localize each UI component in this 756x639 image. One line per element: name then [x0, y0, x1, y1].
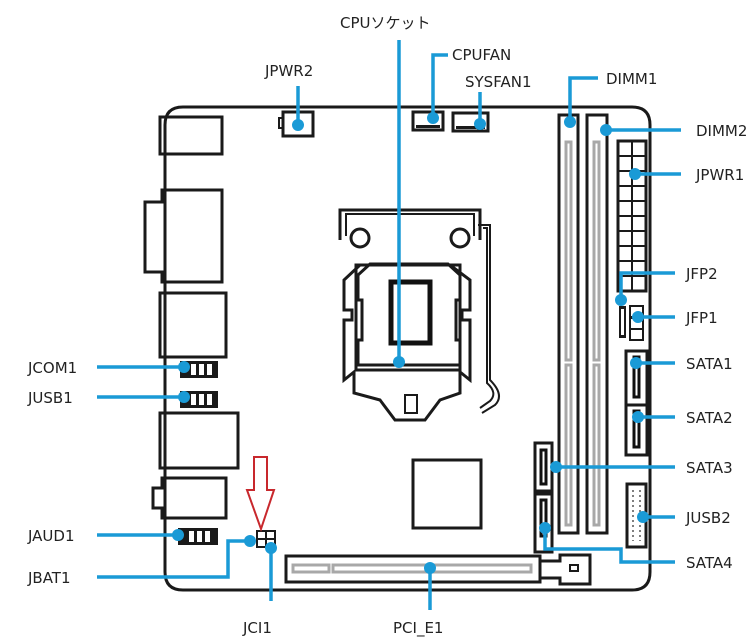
label-cpufan: CPUFAN — [452, 46, 511, 64]
label-cpu-socket: CPUソケット — [340, 14, 431, 32]
label-jusb1: JUSB1 — [27, 389, 73, 407]
cpu-socket — [338, 208, 500, 422]
label-jfp2: JFP2 — [685, 265, 718, 283]
label-sata2: SATA2 — [686, 409, 733, 427]
label-dimm1: DIMM1 — [606, 70, 657, 88]
label-sata3: SATA3 — [686, 459, 733, 477]
label-jcom1: JCOM1 — [27, 359, 77, 377]
label-sysfan1: SYSFAN1 — [465, 73, 531, 91]
jpwr1-connector — [616, 139, 648, 293]
cpufan-connector — [411, 110, 445, 132]
label-sata1: SATA1 — [686, 355, 733, 373]
dimm1-slot — [557, 113, 580, 535]
sata3-connector — [533, 441, 554, 493]
label-jaud1: JAUD1 — [27, 527, 75, 545]
label-jpwr1: JPWR1 — [695, 166, 744, 184]
pci-e1-slot — [284, 553, 592, 586]
sata2-connector — [624, 403, 649, 457]
label-jfp1: JFP1 — [685, 309, 718, 327]
sysfan1-connector — [451, 111, 490, 133]
label-sata4: SATA4 — [686, 554, 733, 572]
arrow-down-icon — [245, 456, 276, 533]
rear-io — [143, 115, 240, 520]
label-jpwr2: JPWR2 — [264, 62, 313, 80]
label-dimm2: DIMM2 — [696, 122, 747, 140]
label-jci1: JCI1 — [242, 619, 272, 637]
leader-lines — [97, 40, 681, 610]
jaud1-header — [178, 528, 218, 545]
label-pci-e1: PCI_E1 — [393, 619, 443, 638]
label-jusb2: JUSB2 — [685, 509, 731, 527]
dimm2-slot — [585, 113, 609, 535]
label-jbat1: JBAT1 — [27, 569, 71, 587]
jfp2-header — [619, 306, 626, 338]
chipset — [411, 458, 483, 530]
jfp1-header — [629, 305, 644, 341]
